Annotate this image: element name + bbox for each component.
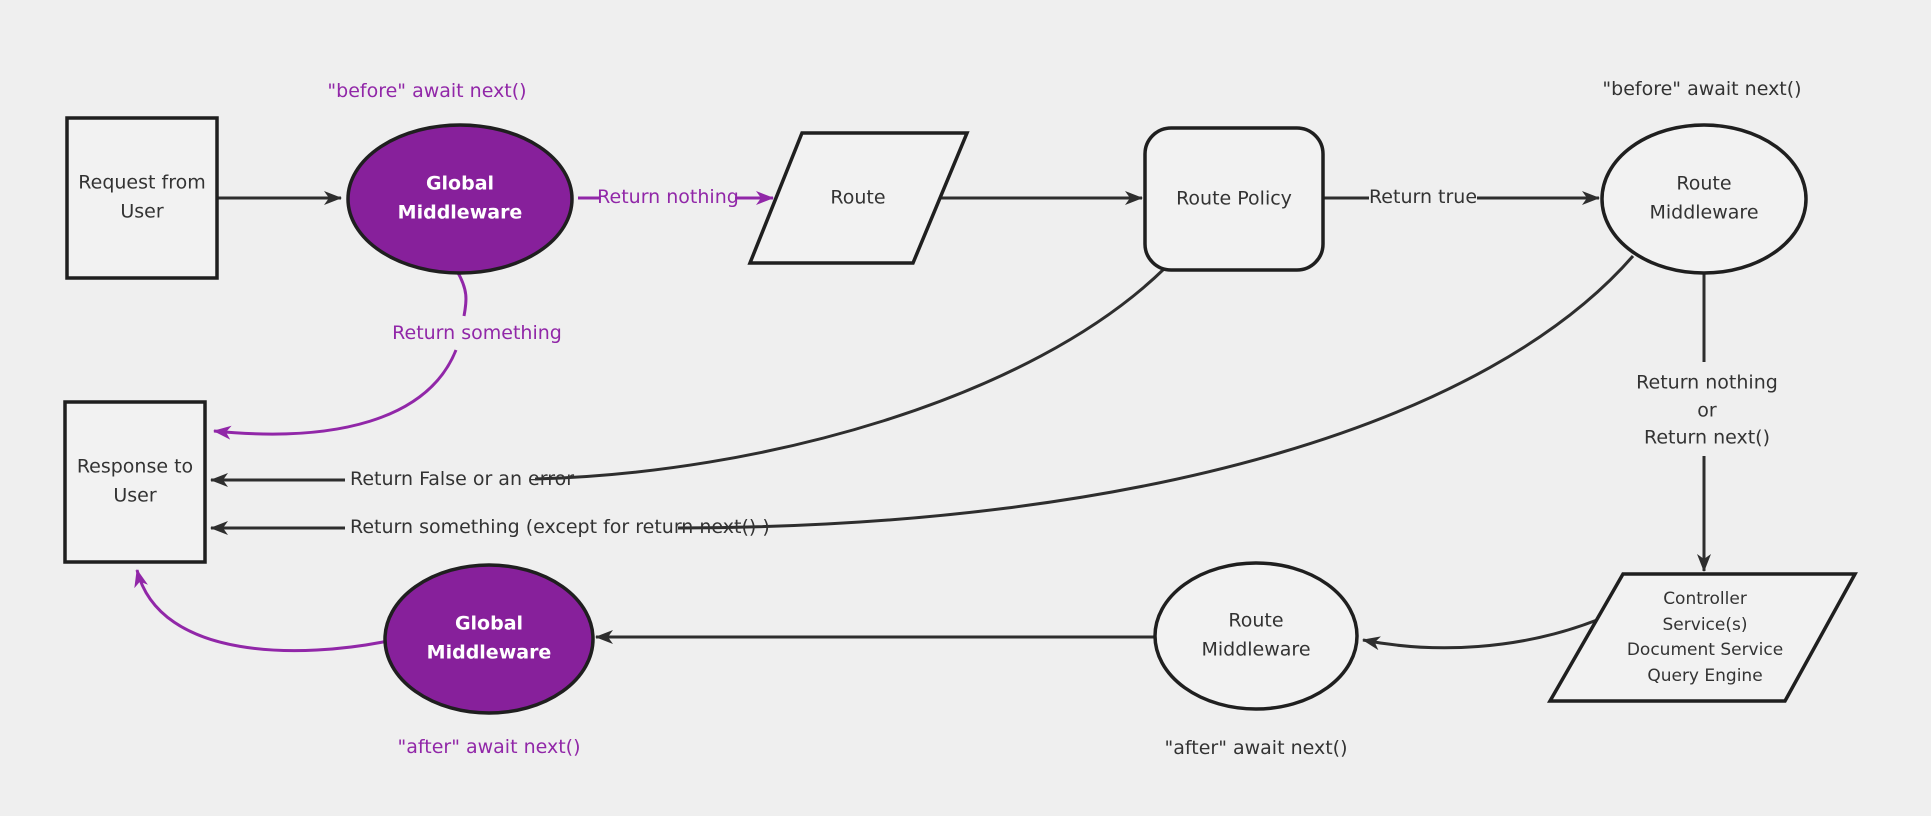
route-middleware-bottom-ellipse[interactable] <box>1153 561 1359 711</box>
request-from-user-box[interactable] <box>65 116 219 280</box>
global-middleware-top-label: Global Middleware <box>397 172 523 224</box>
route-middleware-top-ellipse[interactable] <box>1600 123 1808 275</box>
edge-global-bottom-to-response <box>134 569 389 653</box>
controller-parallelogram[interactable] <box>1546 572 1858 703</box>
return-false-or-error-label: Return False or an error <box>350 468 575 491</box>
after-await-global-label: "after" await next() <box>397 736 581 759</box>
route-label: Route <box>830 186 886 209</box>
request-from-user-label: Request from User <box>78 171 206 223</box>
global-middleware-top-ellipse[interactable] <box>346 123 574 275</box>
route-policy-box[interactable] <box>1143 126 1325 272</box>
global-middleware-bottom-ellipse[interactable] <box>383 563 595 715</box>
edge-controller-to-routemw-bottom <box>1362 618 1598 651</box>
edge-policy-to-returnfalse <box>534 266 1167 481</box>
return-nothing-label: Return nothing <box>597 186 739 209</box>
global-middleware-bottom-label: Global Middleware <box>426 612 552 664</box>
controller-label: Controller Service(s) Document Service Q… <box>1626 589 1784 686</box>
before-await-global-label: "before" await next() <box>327 80 527 103</box>
return-something-label: Return something <box>392 322 562 345</box>
return-something-except-label: Return something (except for return next… <box>350 516 770 539</box>
return-true-label: Return true <box>1368 186 1478 209</box>
route-middleware-top-label: Route Middleware <box>1649 172 1759 224</box>
after-await-route-label: "after" await next() <box>1164 737 1348 760</box>
edge-global-to-returnsomething <box>455 270 468 317</box>
edge-returnsomething-to-response <box>213 349 458 440</box>
route-policy-label: Route Policy <box>1176 187 1292 210</box>
response-to-user-box[interactable] <box>63 400 207 564</box>
route-middleware-bottom-label: Route Middleware <box>1201 609 1311 661</box>
route-parallelogram[interactable] <box>747 131 970 265</box>
return-nothing-or-next-label: Return nothing or Return next() <box>1636 371 1778 449</box>
response-to-user-label: Response to User <box>76 455 194 507</box>
before-await-route-label: "before" await next() <box>1602 78 1802 101</box>
edge-routemw-to-returnsomethingexcept <box>677 255 1635 530</box>
